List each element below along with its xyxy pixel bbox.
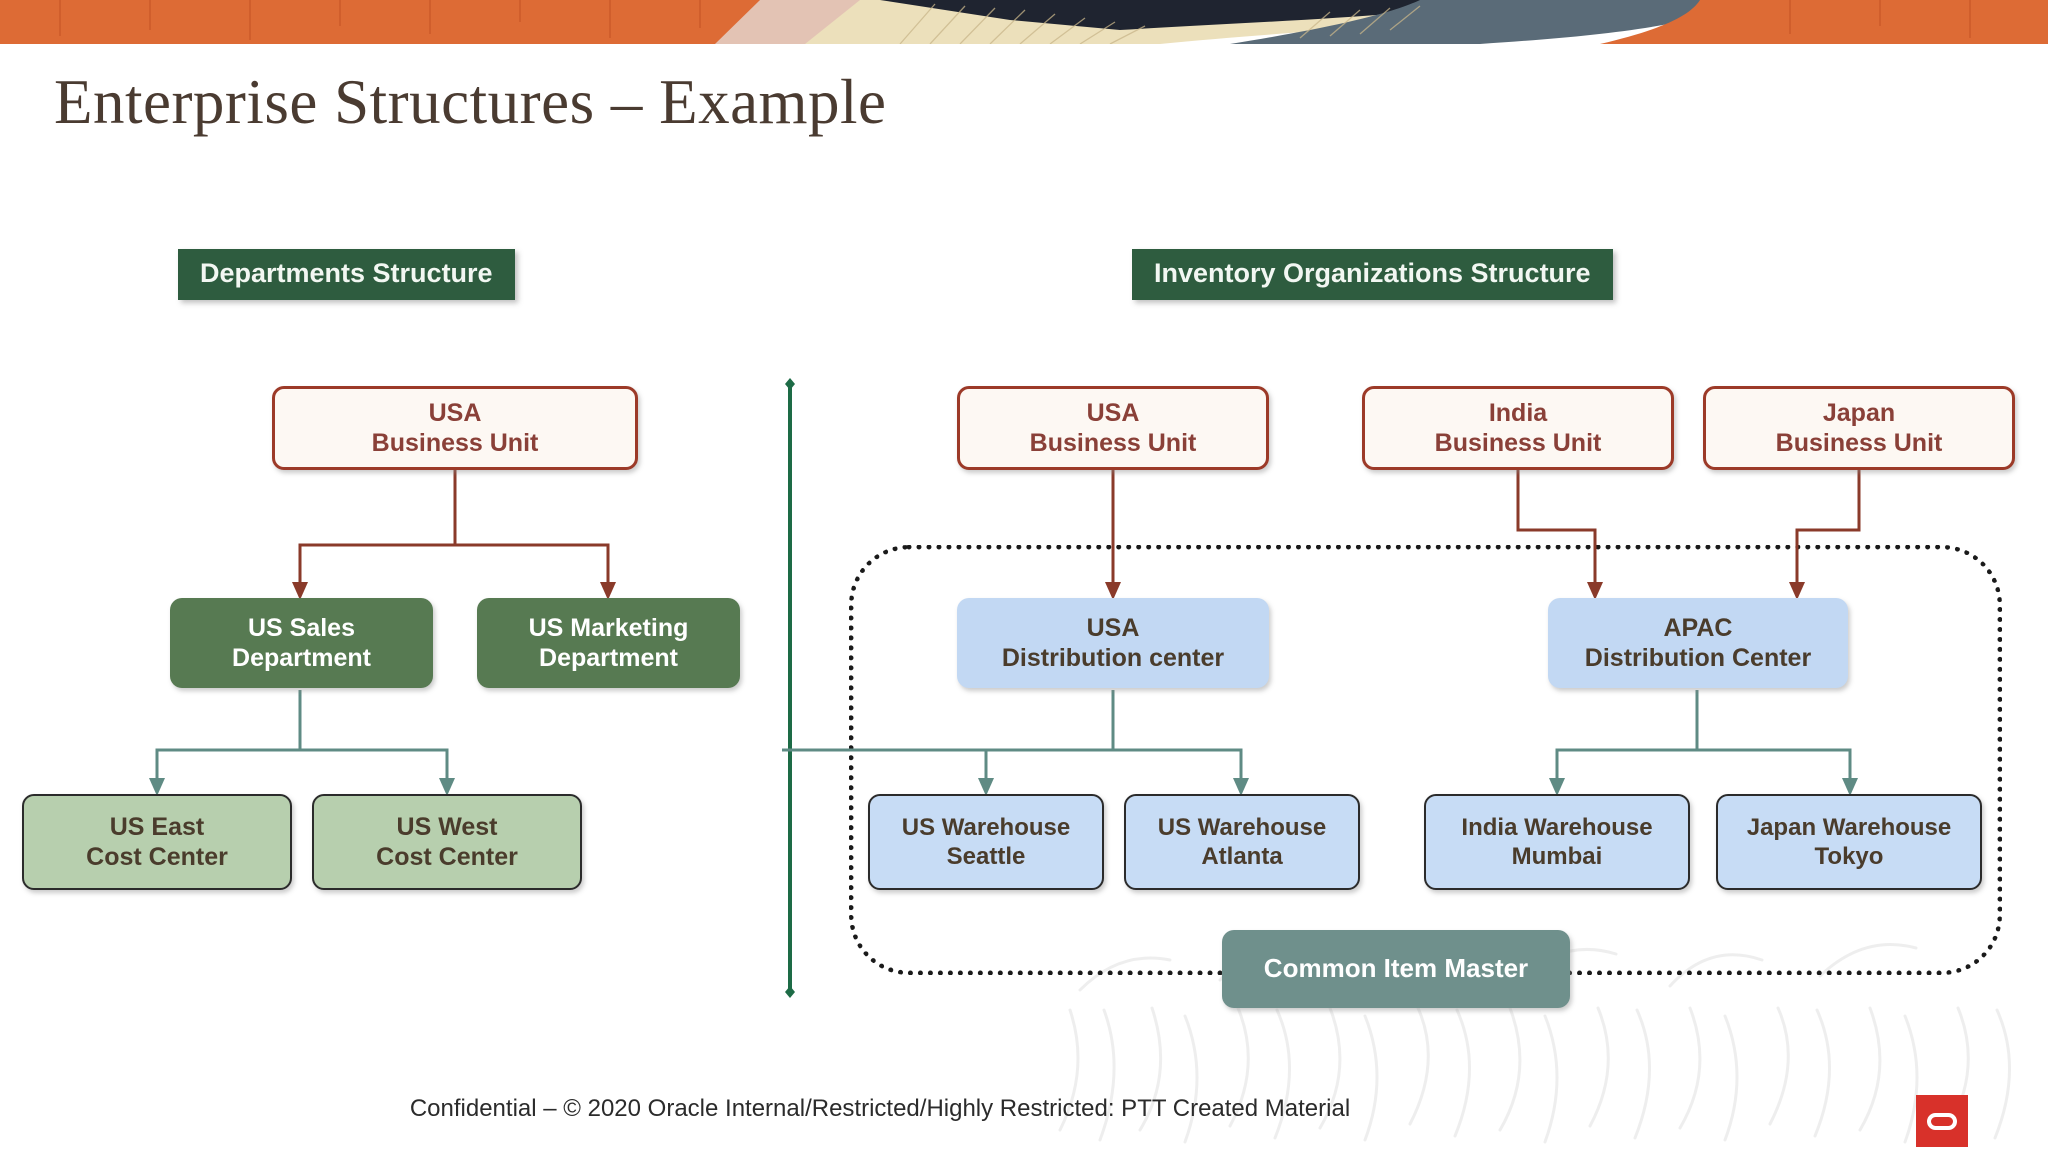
oracle-o-icon	[1927, 1112, 1957, 1130]
node-us-warehouse-atlanta[interactable]: US Warehouse Atlanta	[1124, 794, 1360, 890]
node-apac-distribution-center[interactable]: APAC Distribution Center	[1548, 598, 1848, 688]
node-line-2: Department	[232, 644, 371, 672]
node-line-1: India	[1488, 398, 1548, 427]
node-us-sales-department[interactable]: US Sales Department	[170, 598, 433, 688]
node-line-1: Japan	[1822, 398, 1896, 427]
node-line-1: US Marketing	[528, 613, 689, 642]
node-line-1: India Warehouse	[1461, 813, 1653, 841]
node-usa-business-unit-departments[interactable]: USA Business Unit	[272, 386, 638, 470]
page-title: Enterprise Structures – Example	[54, 67, 887, 137]
divider-line	[785, 378, 795, 998]
node-line-1: USA	[1086, 613, 1140, 642]
section-header-inventory: Inventory Organizations Structure	[1132, 249, 1613, 300]
node-line-2: Distribution center	[1001, 644, 1225, 672]
node-line-1: US East	[109, 812, 205, 841]
node-line-2: Tokyo	[1814, 843, 1884, 870]
node-line-2: Cost Center	[376, 843, 518, 871]
node-us-east-cost-center[interactable]: US East Cost Center	[22, 794, 292, 890]
node-us-marketing-department[interactable]: US Marketing Department	[477, 598, 740, 688]
node-line-1: USA	[428, 398, 482, 427]
decorative-top-banner	[0, 0, 2048, 44]
node-us-warehouse-seattle[interactable]: US Warehouse Seattle	[868, 794, 1104, 890]
node-usa-business-unit-inventory[interactable]: USA Business Unit	[957, 386, 1269, 470]
node-line-1: US Warehouse	[901, 813, 1071, 841]
node-line-2: Distribution Center	[1584, 644, 1812, 672]
section-header-departments: Departments Structure	[178, 249, 515, 300]
node-line-2: Business Unit	[1434, 429, 1602, 457]
node-line-2: Business Unit	[1029, 429, 1197, 457]
node-india-business-unit[interactable]: India Business Unit	[1362, 386, 1674, 470]
node-common-item-master[interactable]: Common Item Master	[1222, 930, 1570, 1008]
footer-confidentiality-text: Confidential – © 2020 Oracle Internal/Re…	[409, 1095, 1351, 1122]
node-line-2: Mumbai	[1511, 843, 1603, 870]
node-line-2: Business Unit	[1775, 429, 1943, 457]
node-line-1: US Sales	[247, 613, 355, 642]
node-line-1: US West	[396, 812, 498, 841]
banner-artwork	[0, 0, 2048, 44]
node-japan-warehouse-tokyo[interactable]: Japan Warehouse Tokyo	[1716, 794, 1982, 890]
node-line-1: US Warehouse	[1157, 813, 1327, 841]
oracle-logo	[1916, 1095, 1968, 1147]
node-line-2: Atlanta	[1201, 843, 1283, 870]
node-usa-distribution-center[interactable]: USA Distribution center	[957, 598, 1269, 688]
node-line-1: APAC	[1663, 613, 1733, 642]
node-japan-business-unit[interactable]: Japan Business Unit	[1703, 386, 2015, 470]
node-us-west-cost-center[interactable]: US West Cost Center	[312, 794, 582, 890]
node-line-1: Japan Warehouse	[1746, 813, 1952, 841]
node-line-1: Common Item Master	[1263, 953, 1529, 984]
node-line-1: USA	[1086, 398, 1140, 427]
node-line-2: Cost Center	[86, 843, 228, 871]
node-line-2: Seattle	[946, 843, 1026, 870]
node-line-2: Business Unit	[371, 429, 539, 457]
section-divider	[785, 378, 795, 998]
node-india-warehouse-mumbai[interactable]: India Warehouse Mumbai	[1424, 794, 1690, 890]
node-line-2: Department	[539, 644, 678, 672]
